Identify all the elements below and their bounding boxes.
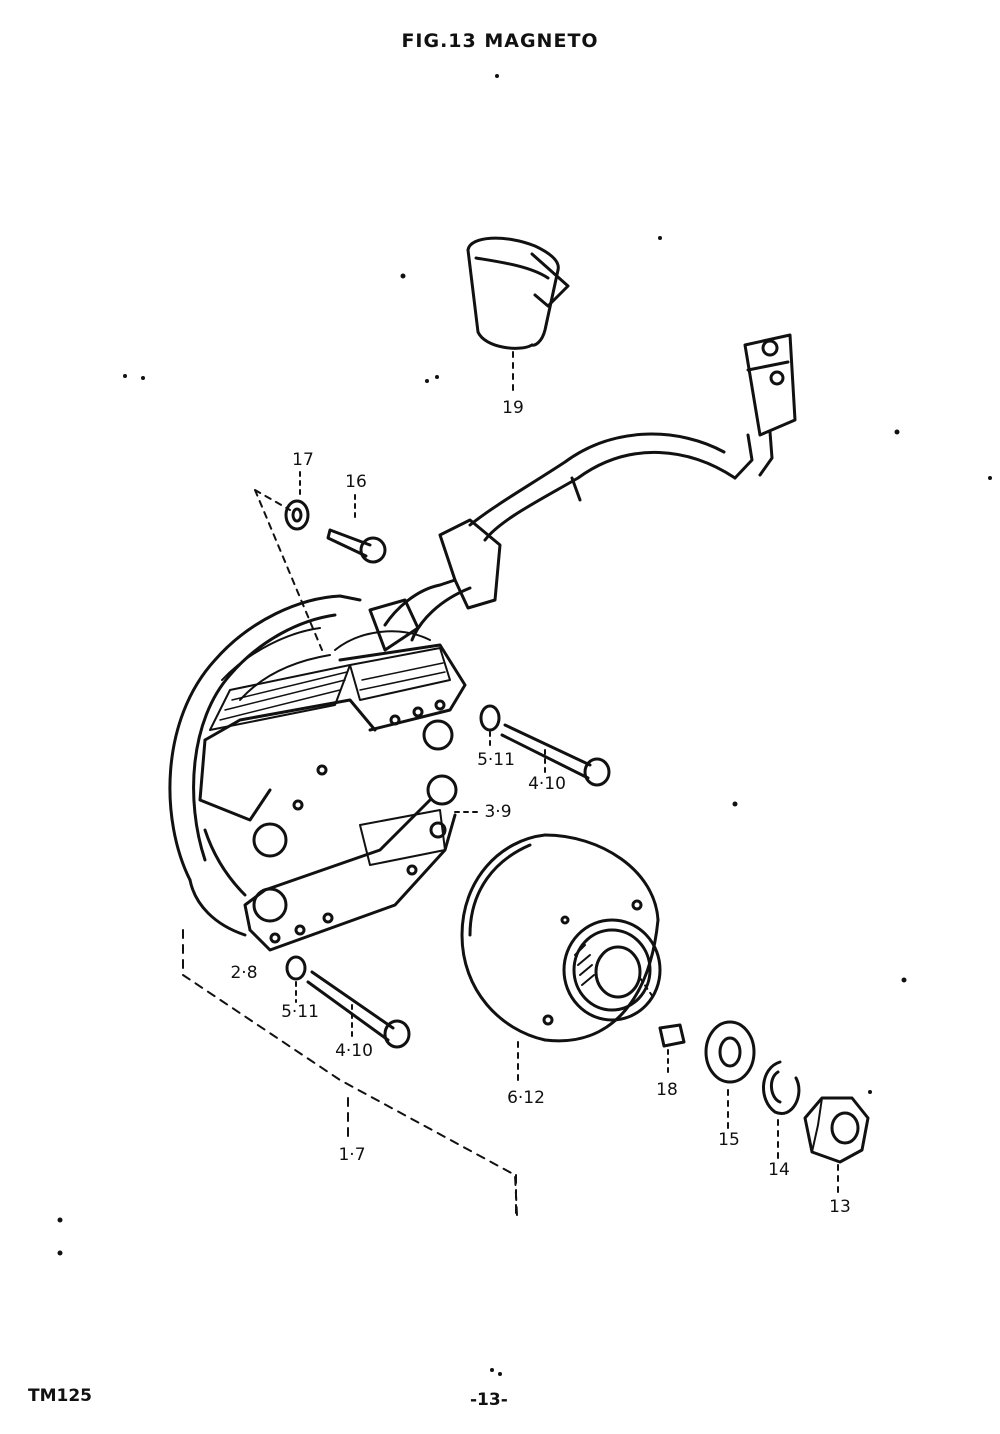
callout-4-10-upper: 4·10 <box>528 774 566 794</box>
stator-base-plate <box>168 594 362 937</box>
callout-3-9: 3·9 <box>484 802 512 822</box>
screw-part-16 <box>326 494 387 564</box>
lock-washer-part-14 <box>762 1060 801 1161</box>
scan-specks <box>57 74 992 1376</box>
callout-2-8: 2·8 <box>230 963 258 983</box>
assembly-bracket-1-7 <box>182 929 518 1221</box>
washer-part-5-11-lower <box>285 955 307 1003</box>
washer-part-5-11-upper <box>479 704 501 749</box>
callout-14: 14 <box>768 1160 790 1180</box>
nut-part-13 <box>803 1096 870 1196</box>
callout-18: 18 <box>656 1080 678 1100</box>
callout-4-10-lower: 4·10 <box>335 1041 373 1061</box>
callout-6-12: 6·12 <box>507 1088 545 1108</box>
washer-part-17 <box>284 471 310 531</box>
callout-15: 15 <box>718 1130 740 1150</box>
figure-title: FIG.13 MAGNETO <box>401 30 599 52</box>
screw-part-4-10-upper <box>500 723 611 787</box>
callout-1-7: 1·7 <box>338 1145 366 1165</box>
callout-13: 13 <box>829 1197 851 1217</box>
clamp-part-19 <box>466 236 570 391</box>
screw-part-4-10-lower <box>306 970 411 1049</box>
callout-5-11-lower: 5·11 <box>281 1002 319 1022</box>
page-number: -13- <box>470 1390 508 1410</box>
rotor-part-6-12 <box>460 833 662 1081</box>
callout-5-11-upper: 5·11 <box>477 750 515 770</box>
callout-16: 16 <box>345 472 367 492</box>
callout-17: 17 <box>292 450 314 470</box>
washer-part-15 <box>704 1020 756 1131</box>
model-code: TM125 <box>28 1386 92 1406</box>
callout-19: 19 <box>502 398 524 418</box>
wire-harness <box>368 333 797 652</box>
key-part-18 <box>658 1023 686 1076</box>
stator-coil-frame <box>198 630 467 952</box>
